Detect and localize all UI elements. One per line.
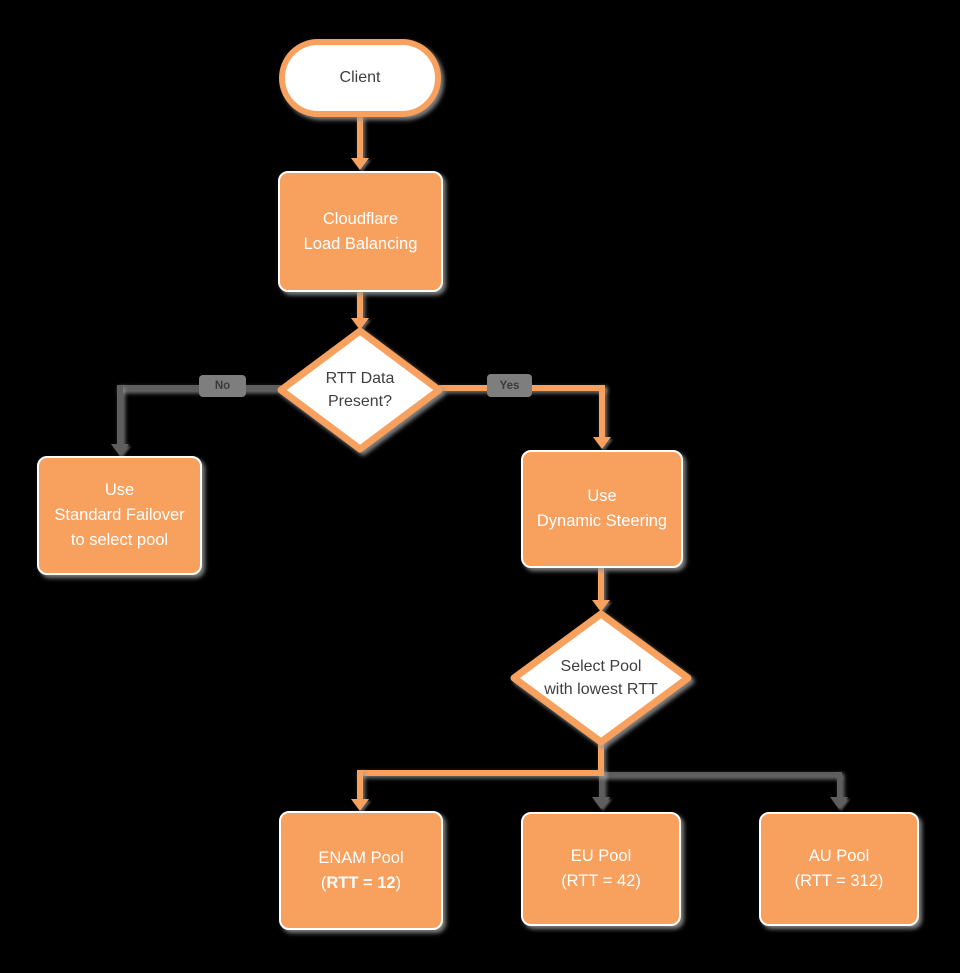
paren-close: ) — [395, 873, 402, 892]
rtt-value-bold: RTT = 12 — [326, 873, 396, 892]
node-label-line: (RTT = 12) — [321, 871, 401, 896]
node-client: Client — [279, 39, 441, 117]
node-cloudflare-load-balancing: Cloudflare Load Balancing — [278, 171, 443, 292]
edge-no-vertical — [117, 385, 123, 446]
node-label-line: Use — [587, 487, 617, 505]
arrowhead-down-icon — [592, 797, 610, 809]
node-use-dynamic-steering: Use Dynamic Steering — [521, 450, 683, 568]
node-label-line: Dynamic Steering — [536, 512, 668, 530]
decision-label-line: RTT Data — [325, 370, 395, 387]
edge-label-yes: Yes — [487, 374, 532, 397]
arrowhead-down-icon — [351, 318, 369, 330]
edge-loadbalancing-to-rttdecision — [357, 292, 363, 320]
edge-to-enampool-vertical — [357, 770, 363, 801]
node-use-standard-failover: Use Standard Failover to select pool — [37, 456, 202, 575]
arrowhead-down-icon — [830, 797, 848, 809]
arrowhead-down-icon — [592, 600, 610, 612]
arrowhead-down-icon — [111, 444, 129, 456]
edge-label-no-text: No — [214, 380, 231, 392]
decision-label-line: with lowest RTT — [544, 681, 658, 698]
arrowhead-down-icon — [593, 437, 611, 449]
arrowhead-down-icon — [351, 158, 369, 170]
decision-select-pool-lowest-rtt: Select Pool with lowest RTT — [509, 609, 693, 747]
node-label-line: to select pool — [70, 531, 169, 549]
edge-to-eupool-vertical — [599, 772, 604, 800]
diamond-shape-icon — [277, 327, 443, 453]
node-label-line: EU Pool — [570, 847, 632, 865]
node-au-pool: AU Pool (RTT = 312) — [759, 812, 919, 926]
node-label-line: Cloudflare — [322, 209, 399, 228]
edge-label-yes-text: Yes — [499, 379, 520, 392]
node-label-line: Load Balancing — [303, 234, 418, 253]
node-client-label: Client — [339, 69, 381, 86]
arrowhead-down-icon — [351, 799, 369, 811]
node-label-line: Use — [104, 481, 135, 499]
decision-label-line: Present? — [327, 393, 393, 410]
node-label-line: (RTT = 312) — [794, 872, 884, 890]
node-label-line: ENAM Pool — [318, 848, 404, 867]
decision-label: RTT Data Present? — [276, 326, 444, 454]
node-label-line: AU Pool — [808, 847, 870, 865]
diamond-shape-icon — [510, 610, 692, 746]
edge-yes-vertical — [599, 385, 605, 438]
edge-to-aupool-horizontal — [601, 772, 840, 777]
decision-label-line: Select Pool — [560, 658, 642, 675]
node-enam-pool: ENAM Pool (RTT = 12) — [279, 811, 443, 930]
decision-label: Select Pool with lowest RTT — [509, 609, 693, 747]
edge-client-to-loadbalancing — [357, 115, 363, 161]
paren-open: ( — [320, 873, 327, 892]
node-label-line: Standard Failover — [54, 506, 185, 524]
node-label-line: (RTT = 42) — [561, 872, 641, 890]
edge-dynamicsteering-to-selectpool — [598, 568, 604, 602]
edge-selectpool-down — [598, 741, 604, 776]
decision-rtt-data-present: RTT Data Present? — [276, 326, 444, 454]
node-eu-pool: EU Pool (RTT = 42) — [521, 812, 681, 926]
edge-to-enampool-horizontal — [357, 770, 604, 776]
edge-to-aupool-vertical — [837, 772, 842, 800]
edge-label-no: No — [199, 375, 246, 397]
